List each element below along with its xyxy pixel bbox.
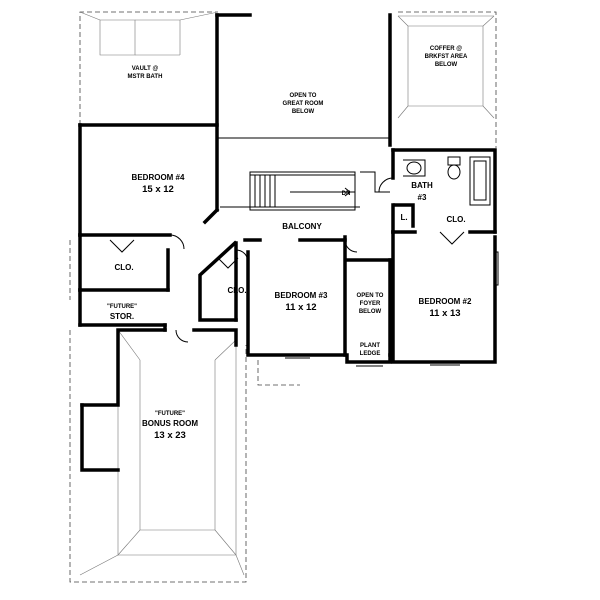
foyer-label-3: BELOW: [359, 309, 382, 315]
balcony-label: BALCONY: [282, 222, 322, 231]
great-room-label-2: GREAT ROOM: [283, 101, 324, 107]
bonus-room-name: BONUS ROOM: [142, 419, 198, 428]
linen-label: L.: [400, 213, 407, 222]
plant-ledge-label-2: LEDGE: [360, 351, 381, 357]
staircase: [249, 171, 356, 211]
vault-label-1: VAULT @: [132, 66, 159, 72]
bedroom4-name: BEDROOM #4: [132, 173, 185, 182]
future-stor-label-2: STOR.: [110, 312, 134, 321]
details: [109, 137, 499, 367]
future-stor-label-1: "FUTURE": [107, 304, 137, 310]
bedroom2-name: BEDROOM #2: [419, 297, 472, 306]
vault-label-2: MSTR BATH: [128, 74, 163, 80]
bath3-label-1: BATH: [411, 181, 433, 190]
bonus-roof-lines: [79, 329, 245, 576]
coffer-label-3: BELOW: [435, 62, 458, 68]
bath3-label-2: #3: [418, 193, 427, 202]
coffer-label-2: BRKFST AREA: [425, 54, 468, 60]
bedroom4-closet-label: CLO.: [114, 263, 133, 272]
bonus-room-future: "FUTURE": [155, 411, 185, 417]
bedroom3-size: 11 x 12: [285, 302, 316, 313]
bonus-room-size: 13 x 23: [154, 430, 186, 441]
room-labels: VAULT @ MSTR BATH OPEN TO GREAT ROOM BEL…: [107, 46, 472, 441]
foyer-label-2: FOYER: [360, 301, 381, 307]
stair-dn-label: DN: [342, 191, 351, 197]
walls: [78, 13, 497, 472]
bedroom2-closet-label: CLO.: [446, 215, 465, 224]
foyer-label-1: OPEN TO: [357, 293, 384, 299]
bedroom2-size: 11 x 13: [429, 308, 460, 319]
bedroom3-closet-label: CLO.: [227, 286, 246, 295]
vault-roof-lines: [79, 11, 219, 56]
bedroom3-name: BEDROOM #3: [275, 291, 328, 300]
great-room-label-3: BELOW: [292, 109, 315, 115]
great-room-label-1: OPEN TO: [290, 93, 317, 99]
coffer-label-1: COFFER @: [430, 46, 462, 52]
coffer-roof-lines: [397, 15, 495, 119]
plant-ledge-label-1: PLANT: [360, 343, 380, 349]
bedroom4-size: 15 x 12: [142, 184, 174, 195]
